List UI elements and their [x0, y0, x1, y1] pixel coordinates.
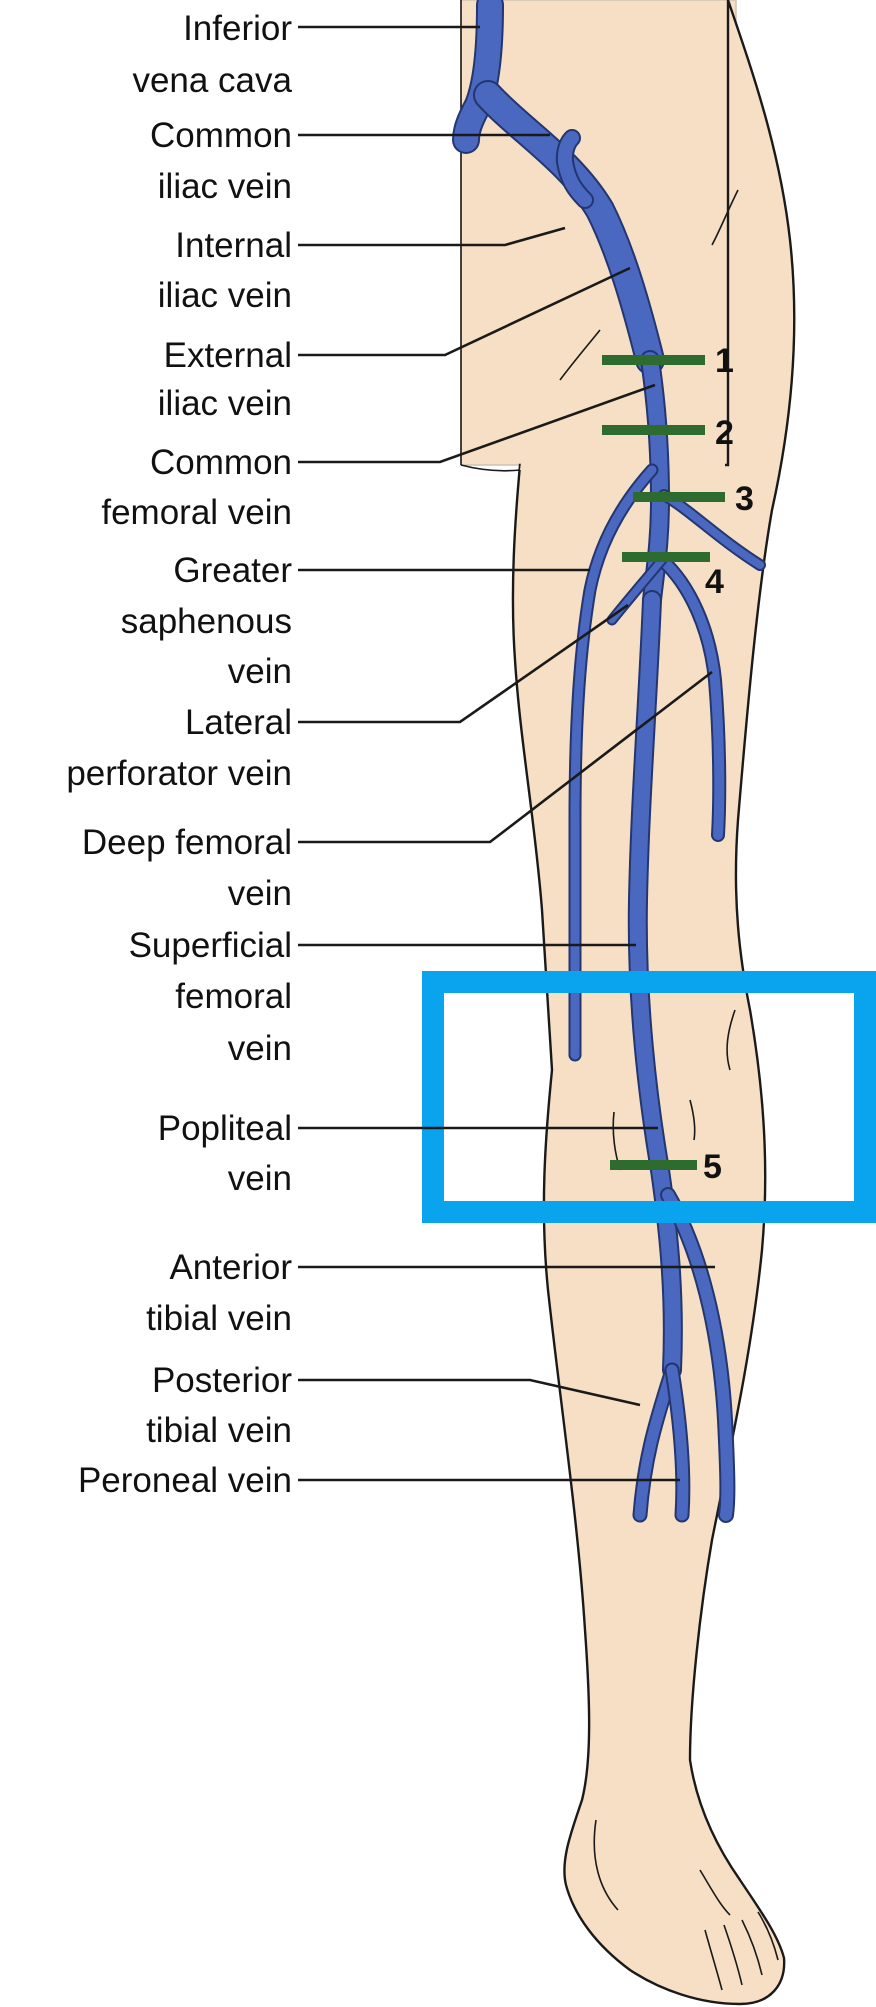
label-posterior-tibial-line1: Posterior	[152, 1361, 292, 1400]
label-superficial-femoral-line3: vein	[228, 1029, 292, 1068]
label-internal-iliac-line1: Internal	[175, 226, 292, 265]
label-deep-femoral-line1: Deep femoral	[82, 823, 292, 862]
level-number-3: 3	[735, 480, 754, 518]
level-number-4: 4	[705, 563, 724, 601]
label-popliteal-line2: vein	[228, 1159, 292, 1198]
label-posterior-tibial-line2: tibial vein	[146, 1411, 292, 1450]
label-greater-saphenous-line2: saphenous	[121, 602, 292, 641]
label-internal-iliac-line2: iliac vein	[158, 276, 292, 315]
label-superficial-femoral-line2: femoral	[175, 977, 292, 1016]
label-inferior-vena-cava-line2: vena cava	[132, 61, 292, 100]
label-external-iliac-line2: iliac vein	[158, 384, 292, 423]
label-inferior-vena-cava-line1: Inferior	[183, 9, 292, 48]
label-common-iliac-line2: iliac vein	[158, 167, 292, 206]
label-anterior-tibial-line2: tibial vein	[146, 1299, 292, 1338]
level-number-5: 5	[703, 1148, 722, 1186]
label-common-femoral-line2: femoral vein	[101, 493, 292, 532]
label-peroneal-line1: Peroneal vein	[78, 1461, 292, 1500]
level-number-2: 2	[715, 414, 734, 452]
label-external-iliac-line1: External	[164, 336, 292, 375]
label-lateral-perforator-line1: Lateral	[185, 703, 292, 742]
vein-labels: Inferior vena cava Common iliac vein Int…	[66, 9, 292, 1500]
label-greater-saphenous-line1: Greater	[173, 551, 292, 590]
label-anterior-tibial-line1: Anterior	[169, 1248, 292, 1287]
label-popliteal-line1: Popliteal	[158, 1109, 292, 1148]
label-common-femoral-line1: Common	[150, 443, 292, 482]
level-number-1: 1	[715, 342, 734, 380]
label-deep-femoral-line2: vein	[228, 874, 292, 913]
label-common-iliac-line1: Common	[150, 116, 292, 155]
label-greater-saphenous-line3: vein	[228, 652, 292, 691]
label-superficial-femoral-line1: Superficial	[129, 926, 292, 965]
label-lateral-perforator-line2: perforator vein	[66, 754, 292, 793]
